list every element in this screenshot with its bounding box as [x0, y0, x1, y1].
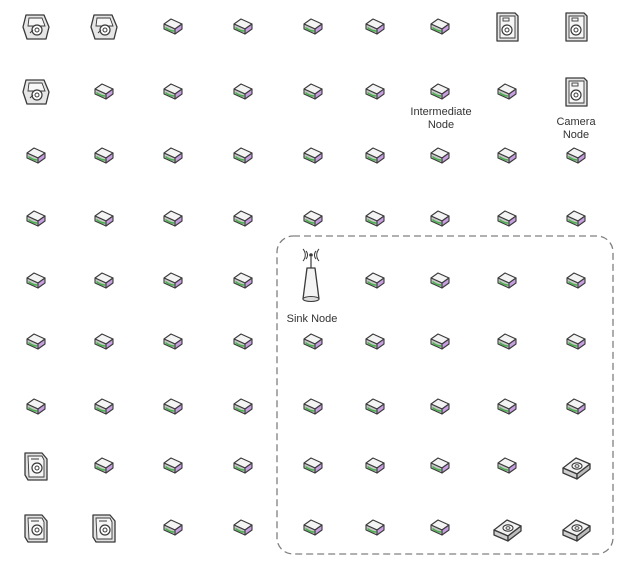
sensor-node-icon [304, 211, 322, 226]
camera-node-icon [25, 515, 47, 542]
sensor-node-icon [431, 19, 449, 34]
sensor-node-icon [234, 211, 252, 226]
sensor-node-icon [164, 520, 182, 535]
sensor-node-icon [366, 84, 384, 99]
sensor-node-icon [304, 458, 322, 473]
sensor-node-icon [164, 458, 182, 473]
sensor-node-icon [498, 399, 516, 414]
sensor-node-icon [234, 334, 252, 349]
sensor-node-icon [366, 148, 384, 163]
camera-node-icon [23, 80, 49, 104]
sensor-node-icon [164, 148, 182, 163]
sensor-node-icon [431, 458, 449, 473]
sink-node-label: Sink Node [276, 313, 348, 326]
sensor-node-icon [431, 520, 449, 535]
sensor-node-icon [27, 211, 45, 226]
sensor-node-icon [95, 211, 113, 226]
camera-node-icon [566, 13, 587, 41]
sensor-node-icon [366, 19, 384, 34]
intermediate-node-label: Intermediate Node [398, 106, 484, 132]
sensor-node-icon [431, 399, 449, 414]
sensor-node-icon [304, 520, 322, 535]
sensor-node-icon [234, 84, 252, 99]
sensor-node-icon [95, 458, 113, 473]
sensor-node-icon [27, 399, 45, 414]
sensor-node-icon [498, 273, 516, 288]
sensor-node-icon [366, 458, 384, 473]
sensor-node-icon [366, 273, 384, 288]
sensor-node-icon [431, 148, 449, 163]
sensor-node-icon [567, 334, 585, 349]
sensor-node-icon [164, 273, 182, 288]
sensor-node-icon [567, 399, 585, 414]
sensor-node-icon [95, 273, 113, 288]
sensor-node-icon [95, 84, 113, 99]
sensor-node-icon [234, 399, 252, 414]
camera-node-icon [563, 520, 590, 541]
camera-node-icon [494, 520, 521, 541]
sensor-node-icon [567, 148, 585, 163]
intermediate-label-line2: Node [428, 119, 454, 131]
sensor-node-icon [304, 334, 322, 349]
sensor-node-icon [234, 458, 252, 473]
camera-node-icon [25, 453, 47, 480]
sensor-node-icon [431, 84, 449, 99]
camera-node-icon [563, 458, 590, 479]
camera-node-icon [23, 15, 49, 39]
camera-node-icon [566, 78, 587, 106]
sensor-node-icon [498, 84, 516, 99]
sensor-node-icon [27, 273, 45, 288]
sensor-node-icon [95, 334, 113, 349]
sensor-node-icon [366, 334, 384, 349]
sensor-node-icon [304, 84, 322, 99]
sensor-node-icon [164, 19, 182, 34]
sensor-node-icon [366, 520, 384, 535]
sensor-node-icon [27, 334, 45, 349]
camera-node-icon [93, 515, 115, 542]
sensor-node-icon [164, 399, 182, 414]
sensor-node-icon [164, 211, 182, 226]
sensor-node-icon [234, 273, 252, 288]
sensor-node-icon [27, 148, 45, 163]
sensor-node-icon [304, 148, 322, 163]
camera-node-icon [497, 13, 518, 41]
sensor-node-icon [498, 211, 516, 226]
sensor-node-icon [567, 211, 585, 226]
sensor-node-icon [234, 148, 252, 163]
camera-label-line1: Camera [556, 116, 595, 128]
sensor-node-icon [498, 334, 516, 349]
sensor-node-icon [498, 458, 516, 473]
sensor-node-icon [567, 273, 585, 288]
sensor-node-icon [431, 334, 449, 349]
camera-node-label: Camera Node [547, 116, 605, 142]
sensor-node-icon [304, 19, 322, 34]
sensor-node-icon [366, 211, 384, 226]
sensor-node-icon [498, 148, 516, 163]
sensor-node-icon [95, 148, 113, 163]
camera-label-line2: Node [563, 129, 589, 141]
sensor-node-icon [366, 399, 384, 414]
sensor-node-icon [164, 334, 182, 349]
sensor-node-icon [431, 273, 449, 288]
sensor-node-icon [164, 84, 182, 99]
sensor-node-icon [431, 211, 449, 226]
sensor-node-icon [304, 399, 322, 414]
camera-node-icon [91, 15, 117, 39]
sink-node-antenna-icon [303, 249, 319, 302]
sensor-node-icon [234, 19, 252, 34]
sensor-node-icon [234, 520, 252, 535]
sensor-node-icon [95, 399, 113, 414]
intermediate-label-line1: Intermediate [410, 106, 471, 118]
